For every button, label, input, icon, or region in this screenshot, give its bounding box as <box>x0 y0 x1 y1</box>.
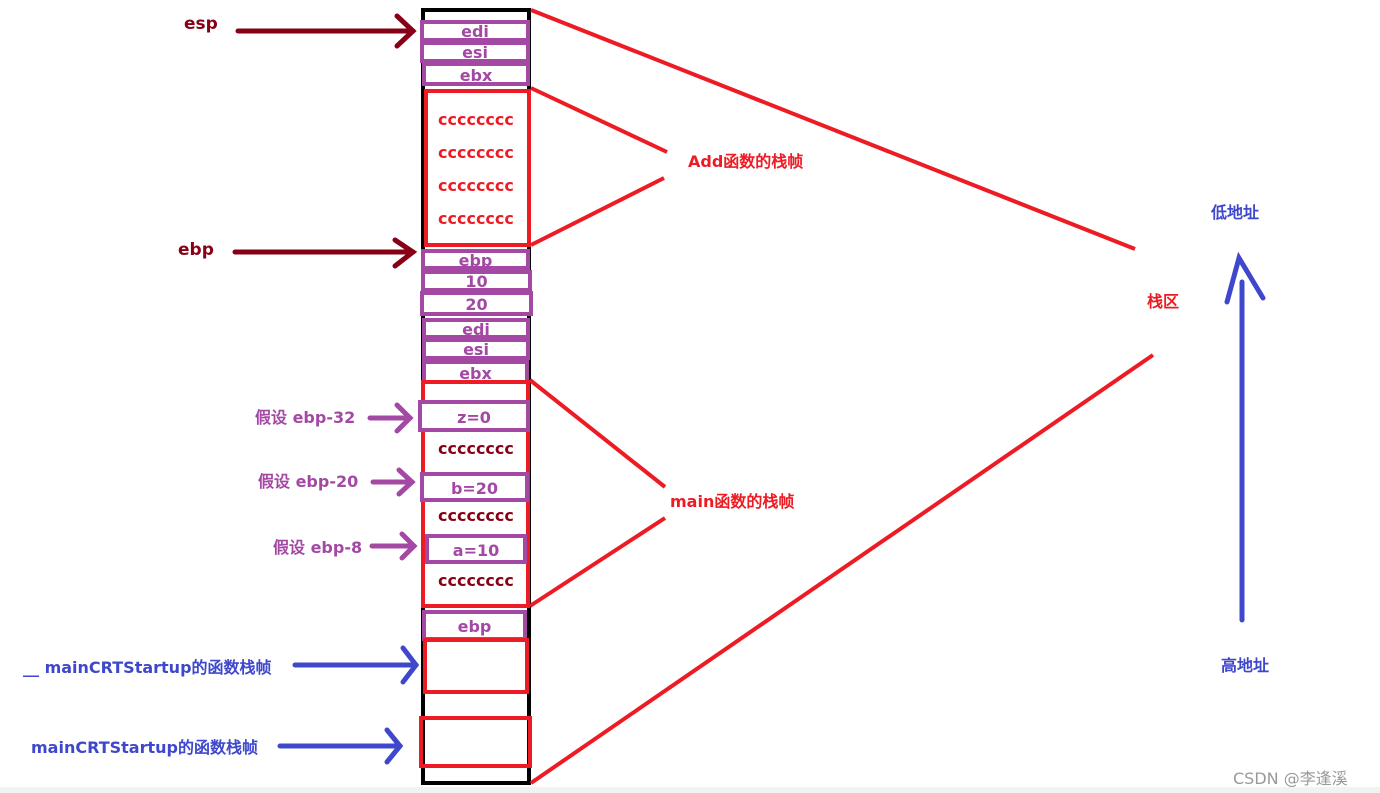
main-frame-line-bottom <box>528 516 667 608</box>
main-frame-fill-3: cccccccc <box>438 571 514 590</box>
stack-cell-var-b: b=20 <box>420 472 529 502</box>
stack-cell-esi: esi <box>420 41 530 63</box>
caller-arrow-inner <box>292 645 420 685</box>
add-frame-fill-3: cccccccc <box>438 176 514 195</box>
esp-label: esp <box>184 14 218 34</box>
add-frame-fill-1: cccccccc <box>438 110 514 129</box>
add-frame-fill-4: cccccccc <box>438 209 514 228</box>
stack-cell-var-a: a=10 <box>425 534 527 564</box>
add-frame-line-top <box>530 86 668 154</box>
watermark: CSDN @李逢溪 <box>1233 769 1348 788</box>
offset-arrow-ebp-20 <box>370 467 416 497</box>
stack-region-label: 栈区 <box>1147 292 1180 311</box>
offset-label-ebp-20: 假设 ebp-20 <box>258 472 359 491</box>
stack-region-line-top <box>530 8 1136 251</box>
offset-arrow-ebp-32 <box>367 402 414 434</box>
outer-caller-frame-block <box>419 716 532 768</box>
add-frame-fill-2: cccccccc <box>438 143 514 162</box>
stack-cell-param-10: 10 <box>421 270 532 292</box>
add-frame-line-bottom <box>530 176 665 247</box>
add-frame-label: Add函数的栈帧 <box>688 152 804 171</box>
caller-label-inner: __ mainCRTStartup的函数栈帧 <box>23 658 272 677</box>
stack-cell-edi-2: edi <box>422 318 530 339</box>
address-direction-arrow <box>1224 251 1266 623</box>
ebp-label: ebp <box>178 240 214 260</box>
stack-cell-ebx: ebx <box>422 62 530 86</box>
stack-cell-saved-ebp: ebp <box>421 249 530 270</box>
stack-cell-edi: edi <box>420 20 530 42</box>
offset-label-ebp-8: 假设 ebp-8 <box>273 538 363 557</box>
offset-label-ebp-32: 假设 ebp-32 <box>255 408 356 427</box>
add-frame-block <box>424 89 531 247</box>
stack-cell-bottom-ebp: ebp <box>422 610 527 641</box>
inner-caller-frame-block <box>423 638 529 694</box>
stack-cell-param-20: 20 <box>420 291 533 316</box>
offset-arrow-ebp-8 <box>369 531 418 561</box>
main-frame-label: main函数的栈帧 <box>670 492 795 511</box>
stack-cell-var-z: z=0 <box>418 400 530 432</box>
main-frame-fill-2: cccccccc <box>438 506 514 525</box>
stack-cell-esi-2: esi <box>422 338 530 360</box>
caller-arrow-outer <box>277 727 404 765</box>
esp-arrow <box>235 13 417 49</box>
stack-region-line-bottom <box>529 353 1155 785</box>
high-address-label: 高地址 <box>1221 656 1270 675</box>
low-address-label: 低地址 <box>1211 203 1260 222</box>
footer-strip <box>0 787 1380 793</box>
main-frame-line-top <box>528 378 667 489</box>
main-frame-fill-1: cccccccc <box>438 439 514 458</box>
ebp-arrow <box>232 237 418 269</box>
caller-label-outer: mainCRTStartup的函数栈帧 <box>31 738 258 757</box>
